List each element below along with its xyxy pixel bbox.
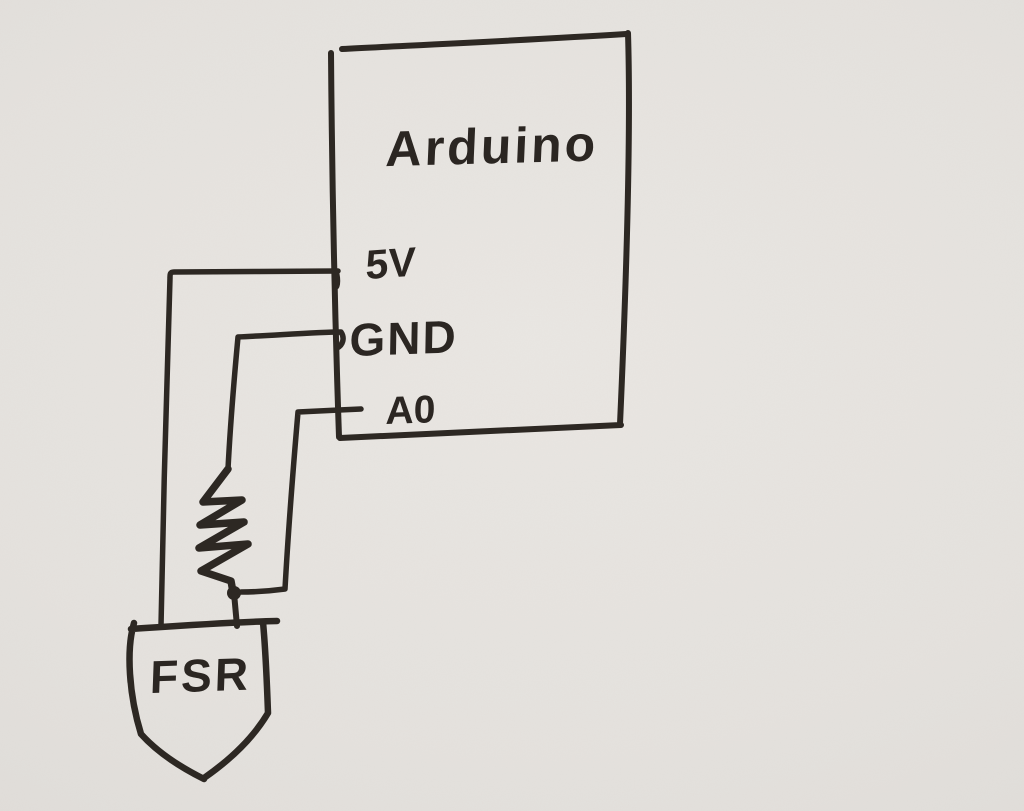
fsr-label: FSR xyxy=(149,647,252,704)
wire-5v-to-fsr xyxy=(158,268,341,629)
resistor-symbol xyxy=(195,465,252,596)
wire-a0-to-junction xyxy=(238,406,364,595)
arduino-label: Arduino xyxy=(384,115,600,178)
pin-label-a0: A0 xyxy=(385,388,436,434)
arduino-box-outline xyxy=(328,30,632,441)
wire-gnd-to-resistor xyxy=(225,329,346,472)
wire-5v-joint-blob xyxy=(332,270,341,290)
fsr-outline xyxy=(126,617,281,783)
pin-label-5v: 5V xyxy=(365,238,417,289)
pin-label-gnd: GND xyxy=(349,310,459,367)
